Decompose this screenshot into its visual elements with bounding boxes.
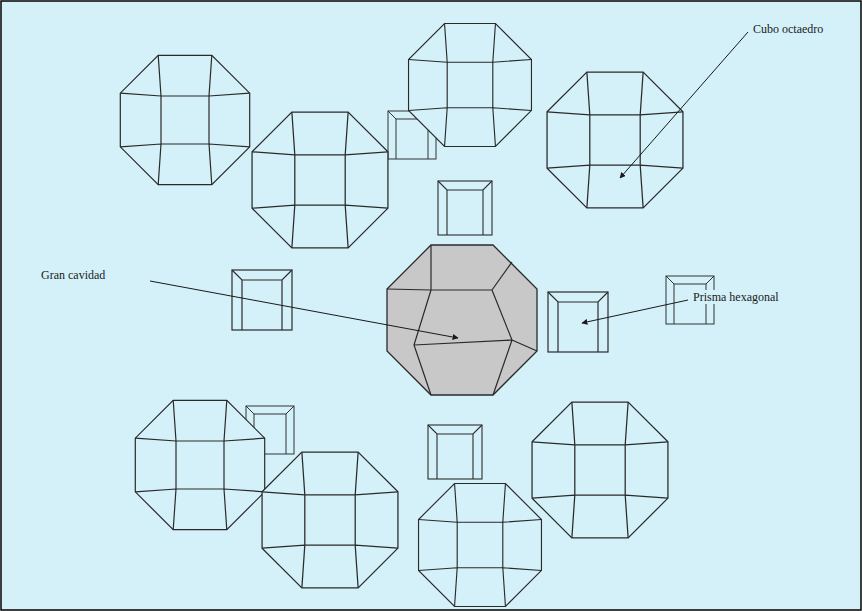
sodalite-cages-back	[120, 24, 541, 607]
part-label: Gran cavidad	[40, 268, 106, 282]
hexagonal-prism	[548, 292, 608, 352]
leader-lines	[150, 32, 748, 338]
sodalite-cages-front	[252, 72, 683, 588]
part-label: Prisma hexagonal	[692, 290, 780, 304]
large-cavity	[387, 245, 537, 395]
part-label: Cubo octaedro	[752, 22, 824, 36]
